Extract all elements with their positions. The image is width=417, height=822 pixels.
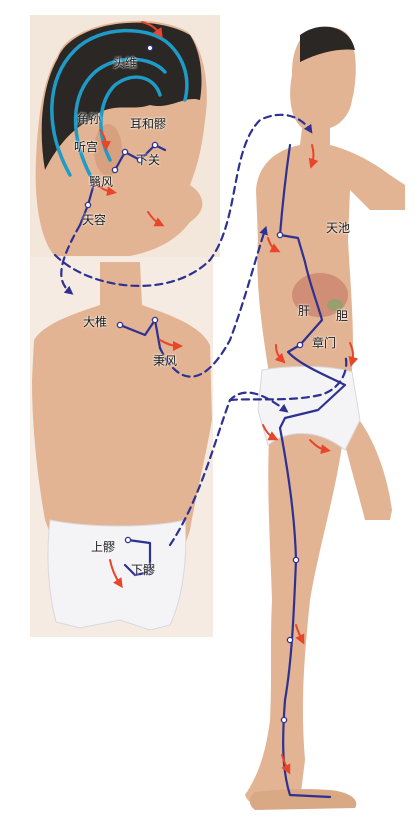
xialiao-label: 下髎 — [131, 563, 156, 577]
head-meridian — [50, 28, 189, 177]
meridian-connectors — [53, 113, 348, 547]
side-briefs — [257, 366, 361, 451]
tianrong-label: 天容 — [82, 213, 107, 227]
head-panel — [30, 15, 220, 257]
head-hair — [41, 22, 202, 171]
direction-arrow — [159, 339, 183, 351]
back-briefs — [47, 519, 187, 631]
tianrong-marker — [84, 201, 92, 209]
direction-arrow — [281, 754, 291, 775]
tianchi-label: 天池 — [326, 221, 351, 235]
meridian-side-body-segment — [278, 143, 347, 799]
side-body — [245, 26, 405, 810]
back-panel — [30, 257, 213, 637]
direction-arrow — [295, 624, 305, 645]
zhangmen-marker — [296, 341, 304, 349]
dazhui-label: 大椎 — [83, 315, 108, 329]
direction-arrow — [94, 181, 117, 197]
direction-arrow — [109, 559, 123, 589]
direction-arrow — [308, 144, 319, 169]
head-meridian-inner-arc — [73, 57, 167, 177]
head-ear — [94, 124, 122, 176]
direction-arrow — [274, 344, 286, 364]
side-hair — [300, 26, 355, 62]
touwei-label: 头维 — [113, 56, 138, 70]
xialiao-marker — [146, 568, 154, 576]
direction-arrows — [94, 21, 359, 775]
side-torso-skin — [256, 26, 405, 381]
head-meridian-outer-arc — [50, 28, 189, 177]
gan-label: 肝 — [298, 304, 311, 318]
direction-arrow — [348, 342, 359, 367]
gallbladder-organ — [327, 299, 343, 311]
dazhui-marker — [116, 321, 124, 329]
direction-arrow — [147, 211, 165, 227]
standing-leg-skin — [245, 420, 345, 808]
leg-marker-2 — [286, 636, 294, 644]
connector-hip-loop — [228, 353, 348, 402]
connector-back-to-chest — [158, 225, 268, 378]
yifeng-label: 翳风 — [89, 175, 114, 189]
direction-arrow — [309, 439, 331, 455]
direction-arrow — [267, 237, 281, 253]
shangliao-marker — [124, 536, 132, 544]
connector-sacrum-to-hip — [168, 391, 289, 547]
zhangmen-label: 章门 — [312, 336, 337, 350]
leg-marker-3 — [280, 716, 288, 724]
direction-arrow — [99, 129, 111, 151]
touwei-marker — [146, 44, 154, 52]
erheliao-marker — [151, 141, 159, 149]
tinggong-label: 听宫 — [74, 140, 99, 154]
acupoint-markers — [84, 44, 304, 724]
xiaguan-marker — [136, 156, 144, 164]
erheliao-label: 耳和髎 — [130, 117, 167, 131]
meridian-shoulder-segment — [118, 318, 162, 350]
direction-arrow — [262, 424, 279, 441]
tinggong-marker — [121, 148, 129, 156]
direction-arrow — [141, 21, 163, 39]
shangliao-label: 上髎 — [91, 540, 116, 554]
xiaguan-label: 下关 — [136, 153, 161, 167]
bingfeng-marker — [151, 316, 159, 324]
foot-skin — [249, 789, 357, 810]
leg-marker-1 — [292, 556, 300, 564]
bingfeng-label: 秉风 — [153, 354, 178, 368]
head-meridian-ear-arc — [99, 75, 162, 162]
dan-label: 胆 — [336, 309, 349, 323]
back-skin — [32, 262, 212, 560]
yifeng-marker — [111, 166, 119, 174]
tianchi-marker — [276, 231, 284, 239]
jiaosun-label: 角孙 — [77, 112, 102, 126]
connector-head-to-side — [53, 113, 313, 287]
